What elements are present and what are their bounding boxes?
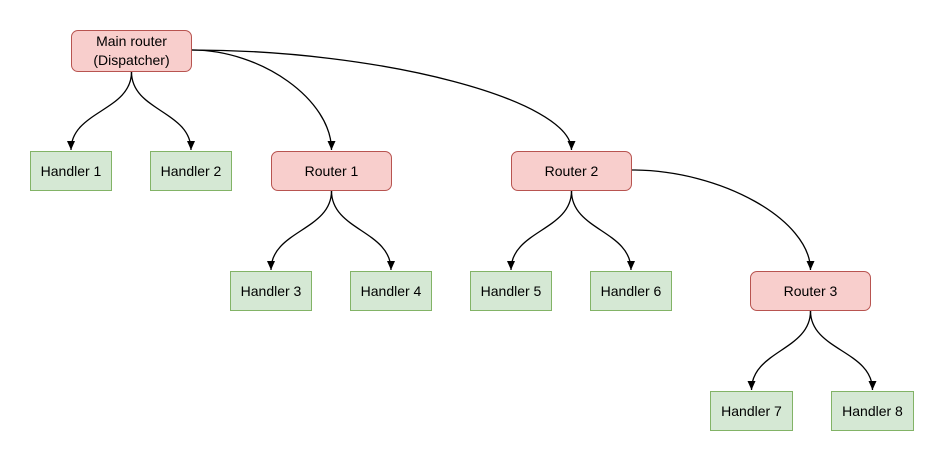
edge-r3-to-h7 bbox=[747, 310, 812, 391]
node-r3-router: Router 3 bbox=[750, 271, 871, 311]
node-r2-router: Router 2 bbox=[511, 151, 632, 191]
edge-main-to-r2 bbox=[191, 49, 576, 151]
node-h8-handler: Handler 8 bbox=[831, 391, 914, 431]
node-r1-router: Router 1 bbox=[271, 151, 392, 191]
node-h1-handler: Handler 1 bbox=[30, 151, 112, 191]
edge-r2-to-r3 bbox=[631, 169, 815, 271]
node-h7-handler: Handler 7 bbox=[710, 391, 793, 431]
edge-r1-to-h3 bbox=[267, 190, 333, 271]
edge-r3-to-h8 bbox=[809, 310, 877, 391]
edge-main-to-h2 bbox=[130, 71, 195, 151]
node-h3-handler: Handler 3 bbox=[230, 271, 312, 311]
node-h2-handler: Handler 2 bbox=[150, 151, 232, 191]
edge-main-to-h1 bbox=[67, 71, 133, 151]
edge-r2-to-h6 bbox=[570, 190, 635, 271]
edge-main-to-r1 bbox=[191, 49, 336, 151]
node-h6-handler: Handler 6 bbox=[590, 271, 672, 311]
edge-r1-to-h4 bbox=[330, 190, 395, 271]
node-main-router: Main router (Dispatcher) bbox=[71, 30, 192, 72]
node-h5-handler: Handler 5 bbox=[470, 271, 552, 311]
node-h4-handler: Handler 4 bbox=[350, 271, 432, 311]
edge-r2-to-h5 bbox=[507, 190, 573, 271]
